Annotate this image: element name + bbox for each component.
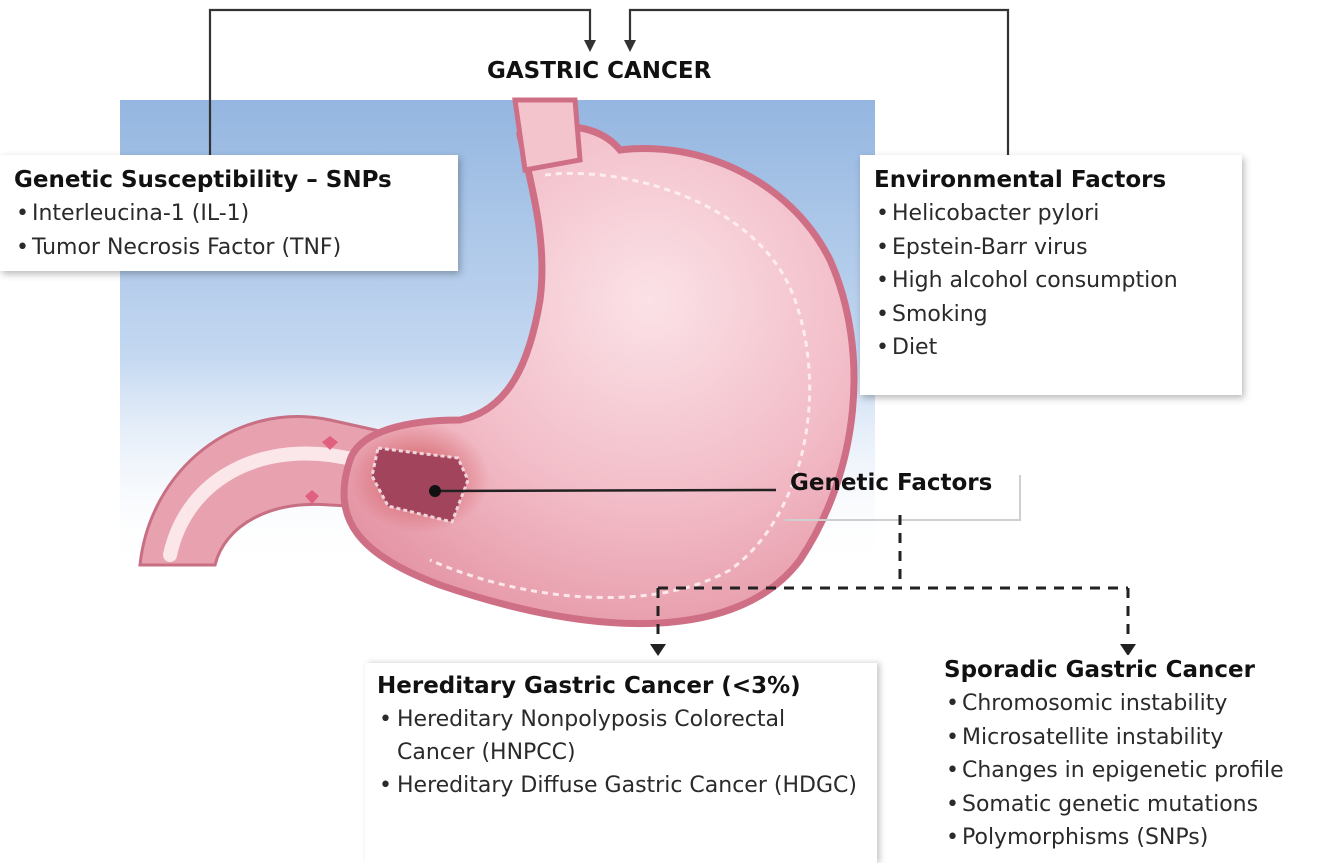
genetic-factors-pointer — [432, 490, 776, 491]
arrow-head-left — [584, 40, 596, 52]
esophagus — [515, 100, 580, 170]
genetic-susceptibility-heading: Genetic Susceptibility – SNPs — [14, 167, 392, 193]
list-item: Hereditary Nonpolyposis Colorectal Cance… — [377, 703, 857, 769]
list-item: Chromosomic instability — [944, 687, 1284, 721]
hereditary-box: Hereditary Gastric Cancer (<3%) Heredita… — [365, 663, 877, 863]
sporadic-heading: Sporadic Gastric Cancer — [944, 657, 1284, 683]
genetic-susceptibility-box: Genetic Susceptibility – SNPs Interleuci… — [0, 155, 458, 271]
list-item: High alcohol consumption — [874, 264, 1178, 298]
list-item: Polymorphisms (SNPs) — [944, 821, 1284, 855]
list-item: Smoking — [874, 298, 1178, 332]
arrow-head-right — [624, 40, 636, 52]
sporadic-box: Sporadic Gastric Cancer Chromosomic inst… — [928, 655, 1324, 863]
environmental-factors-list: Helicobacter pylori Epstein-Barr virus H… — [874, 197, 1178, 365]
list-item: Diet — [874, 331, 1178, 365]
environmental-factors-heading: Environmental Factors — [874, 167, 1178, 193]
list-item: Interleucina-1 (IL-1) — [14, 197, 392, 231]
pointer-dot — [429, 485, 441, 497]
hereditary-list: Hereditary Nonpolyposis Colorectal Cance… — [377, 703, 857, 802]
environmental-factors-box: Environmental Factors Helicobacter pylor… — [860, 155, 1242, 395]
arrow-head-hereditary — [650, 644, 666, 656]
list-item: Microsatellite instability — [944, 721, 1284, 755]
list-item: Changes in epigenetic profile — [944, 754, 1284, 788]
list-item: Epstein-Barr virus — [874, 231, 1178, 265]
list-item: Helicobacter pylori — [874, 197, 1178, 231]
sporadic-list: Chromosomic instability Microsatellite i… — [944, 687, 1284, 855]
list-item: Tumor Necrosis Factor (TNF) — [14, 231, 392, 265]
genetic-susceptibility-list: Interleucina-1 (IL-1) Tumor Necrosis Fac… — [14, 197, 392, 264]
genetic-factors-label: Genetic Factors — [790, 470, 992, 496]
diagram-title: GASTRIC CANCER — [487, 58, 711, 84]
list-item: Somatic genetic mutations — [944, 788, 1284, 822]
hereditary-heading: Hereditary Gastric Cancer (<3%) — [377, 673, 857, 699]
list-item: Hereditary Diffuse Gastric Cancer (HDGC) — [377, 769, 857, 802]
